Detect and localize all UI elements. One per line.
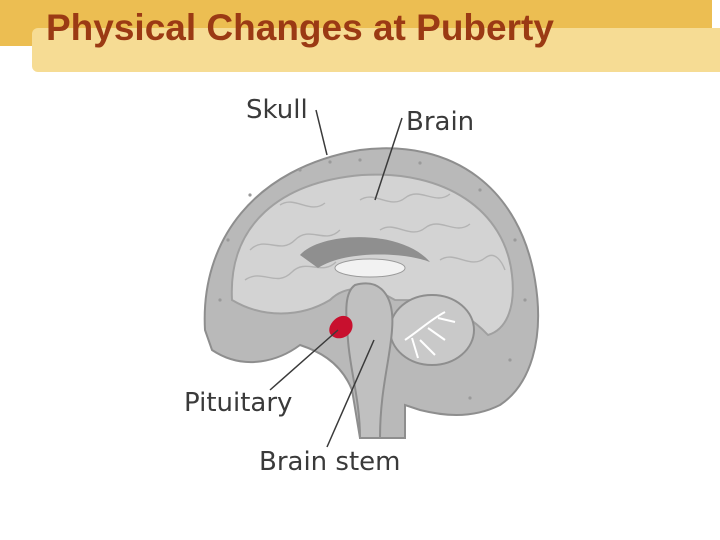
brain-leader-line xyxy=(374,117,403,201)
skull-label: Skull xyxy=(246,95,308,125)
pituitary-leader-line xyxy=(269,329,339,391)
corpus-callosum xyxy=(300,237,430,268)
title-band xyxy=(32,28,720,72)
brain-stem-leader-line xyxy=(326,339,375,448)
brain-gyri xyxy=(244,193,506,281)
brain-stem-label: Brain stem xyxy=(259,447,401,477)
brain-cerebrum xyxy=(230,173,514,337)
skull-texture xyxy=(218,158,527,400)
skull-leader-line xyxy=(315,109,328,156)
thalamus xyxy=(334,258,406,278)
brain-label: Brain xyxy=(406,107,474,137)
slide-title: Physical Changes at Puberty xyxy=(46,7,554,48)
cerebellum-branches xyxy=(404,311,456,359)
pituitary-label: Pituitary xyxy=(184,388,292,418)
